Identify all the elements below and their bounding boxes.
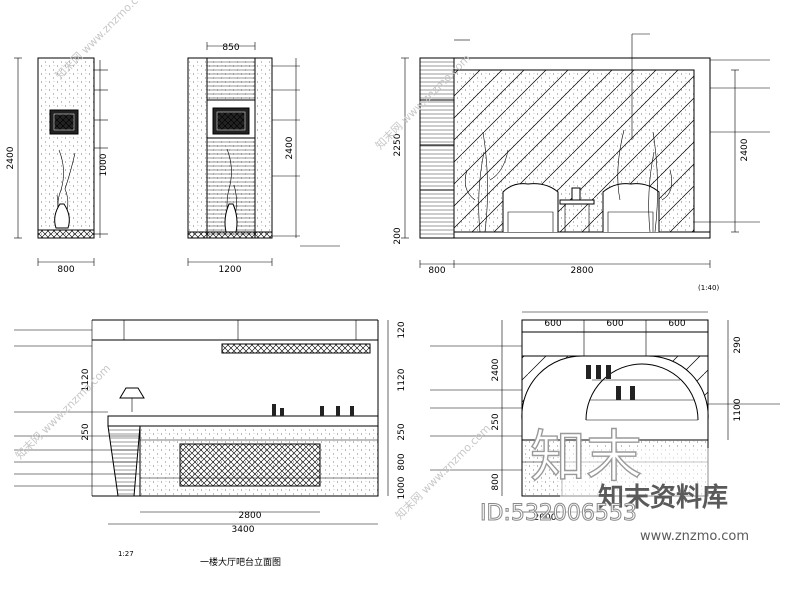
watermark-id: ID:532006553 [480,501,637,526]
watermark-brand: 知末 [530,425,642,490]
bl-dim-v4: 800 [397,453,407,470]
bl-dim-v3: 250 [397,423,407,440]
br-dim-h1: 2400 [491,358,501,381]
bl-dim-v5: 1000 [397,476,407,499]
tr-dim-bottom-main: 2800 [571,266,594,276]
bl-dim-v2: 1120 [397,368,407,391]
bl-dim-v7: 250 [81,423,91,440]
br-dim-top3: 600 [668,319,685,329]
watermark-url: www.znzmo.com [640,529,749,544]
tm-dim-top-width: 850 [222,43,239,53]
tm-dim-width: 1200 [219,265,242,275]
br-dim-top1: 600 [544,319,561,329]
bl-dim-v6: 1120 [81,368,91,391]
watermark-brand-full: 知末资料库 [598,483,728,513]
panel-top-right-elevation [401,33,770,268]
tr-dim-offset: 200 [393,227,403,244]
bl-dim-b2: 3400 [232,525,255,535]
br-dim-h3: 1100 [733,398,743,421]
tl-dim-width: 800 [57,265,74,275]
tr-dim-left-height: 2250 [393,133,403,156]
panel-top-middle-elevation [187,42,340,266]
watermark-diagonal-4: 知末网 www.znzmo.com [392,421,493,522]
tr-dim-right-height: 2400 [740,138,750,161]
br-dim-top2: 600 [606,319,623,329]
bl-caption: 一楼大厅吧台立面图 [200,556,281,568]
watermark-backdrop [560,448,800,546]
bl-scale-note: 1:27 [118,550,134,558]
panel-bottom-left-bar-elevation [14,319,389,525]
watermark-diagonal-3: 知末网 www.znzmo.com [12,361,113,462]
br-dim-h2: 250 [491,413,501,430]
tl-dim-height-total: 2400 [6,146,16,169]
tr-scale-note: (1:40) [698,284,719,292]
br-dim-b1: 2000 [534,513,557,523]
tr-dim-bottom-left: 800 [428,266,445,276]
tl-dim-height-mid: 1000 [99,153,109,176]
tm-dim-height: 2400 [285,136,295,159]
br-dim-r1: 290 [733,336,743,353]
panel-top-left-elevation [14,57,108,266]
br-dim-v-left: 800 [491,473,501,490]
bl-dim-b1: 2800 [239,511,262,521]
bl-dim-v1: 120 [397,321,407,338]
